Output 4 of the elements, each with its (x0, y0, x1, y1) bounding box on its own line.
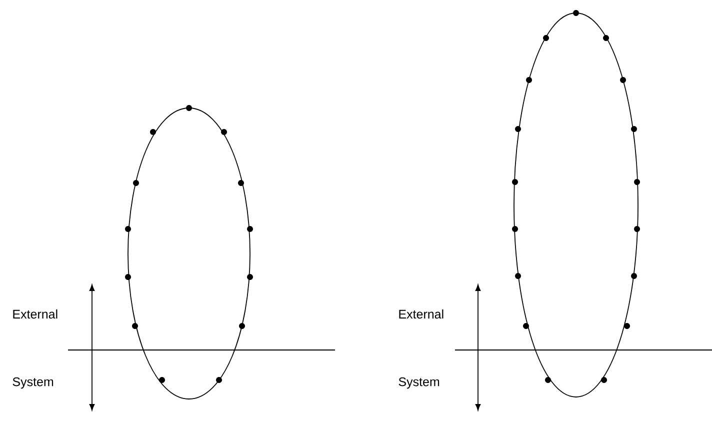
text-label: External (399, 309, 444, 319)
text-label: External (13, 309, 58, 319)
text-label: System (398, 377, 440, 389)
text-label: System (12, 377, 54, 389)
